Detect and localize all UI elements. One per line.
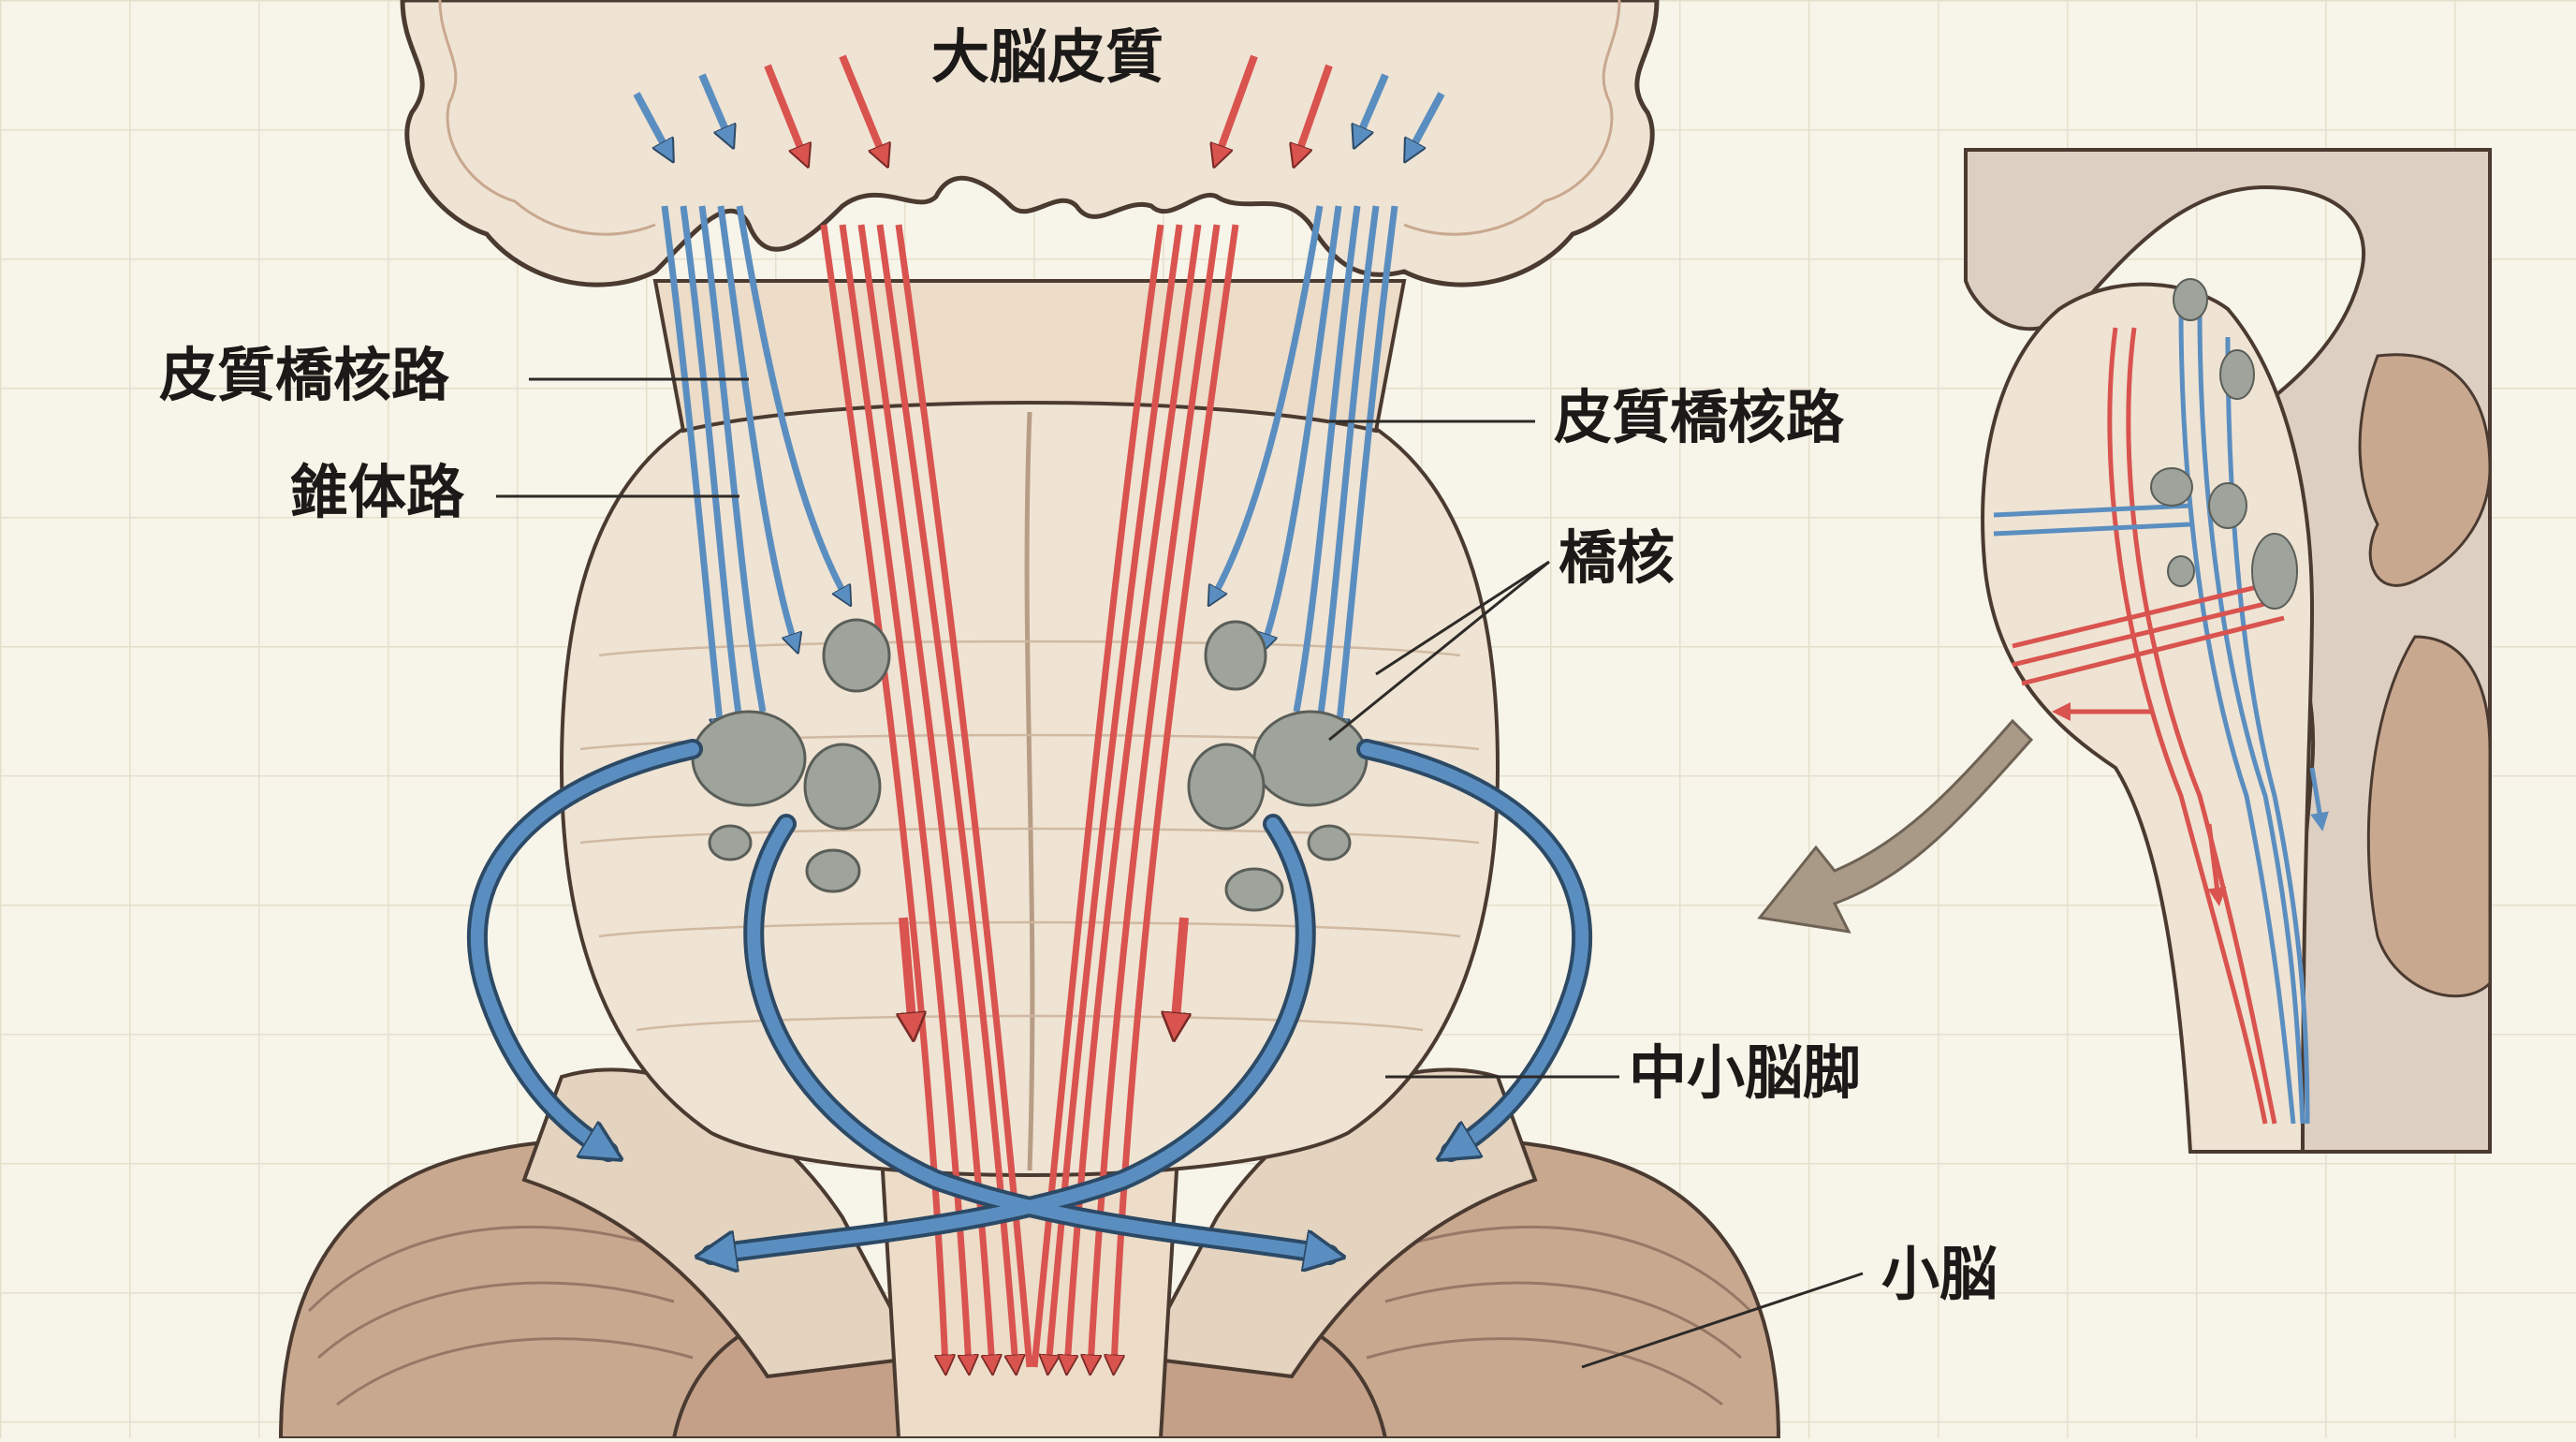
label-cerebral-cortex: 大脳皮質: [931, 28, 1164, 86]
label-middle-cerebellar-peduncle: 中小脳脚: [1629, 1044, 1861, 1102]
label-corticopontine-right: 皮質橋核路: [1554, 389, 1844, 447]
label-pontine-nuclei: 橋核: [1559, 529, 1675, 587]
label-corticopontine-left: 皮質橋核路: [159, 346, 449, 405]
label-cerebellum: 小脳: [1881, 1245, 1998, 1303]
label-pyramidal-tract: 錐体路: [290, 464, 464, 522]
